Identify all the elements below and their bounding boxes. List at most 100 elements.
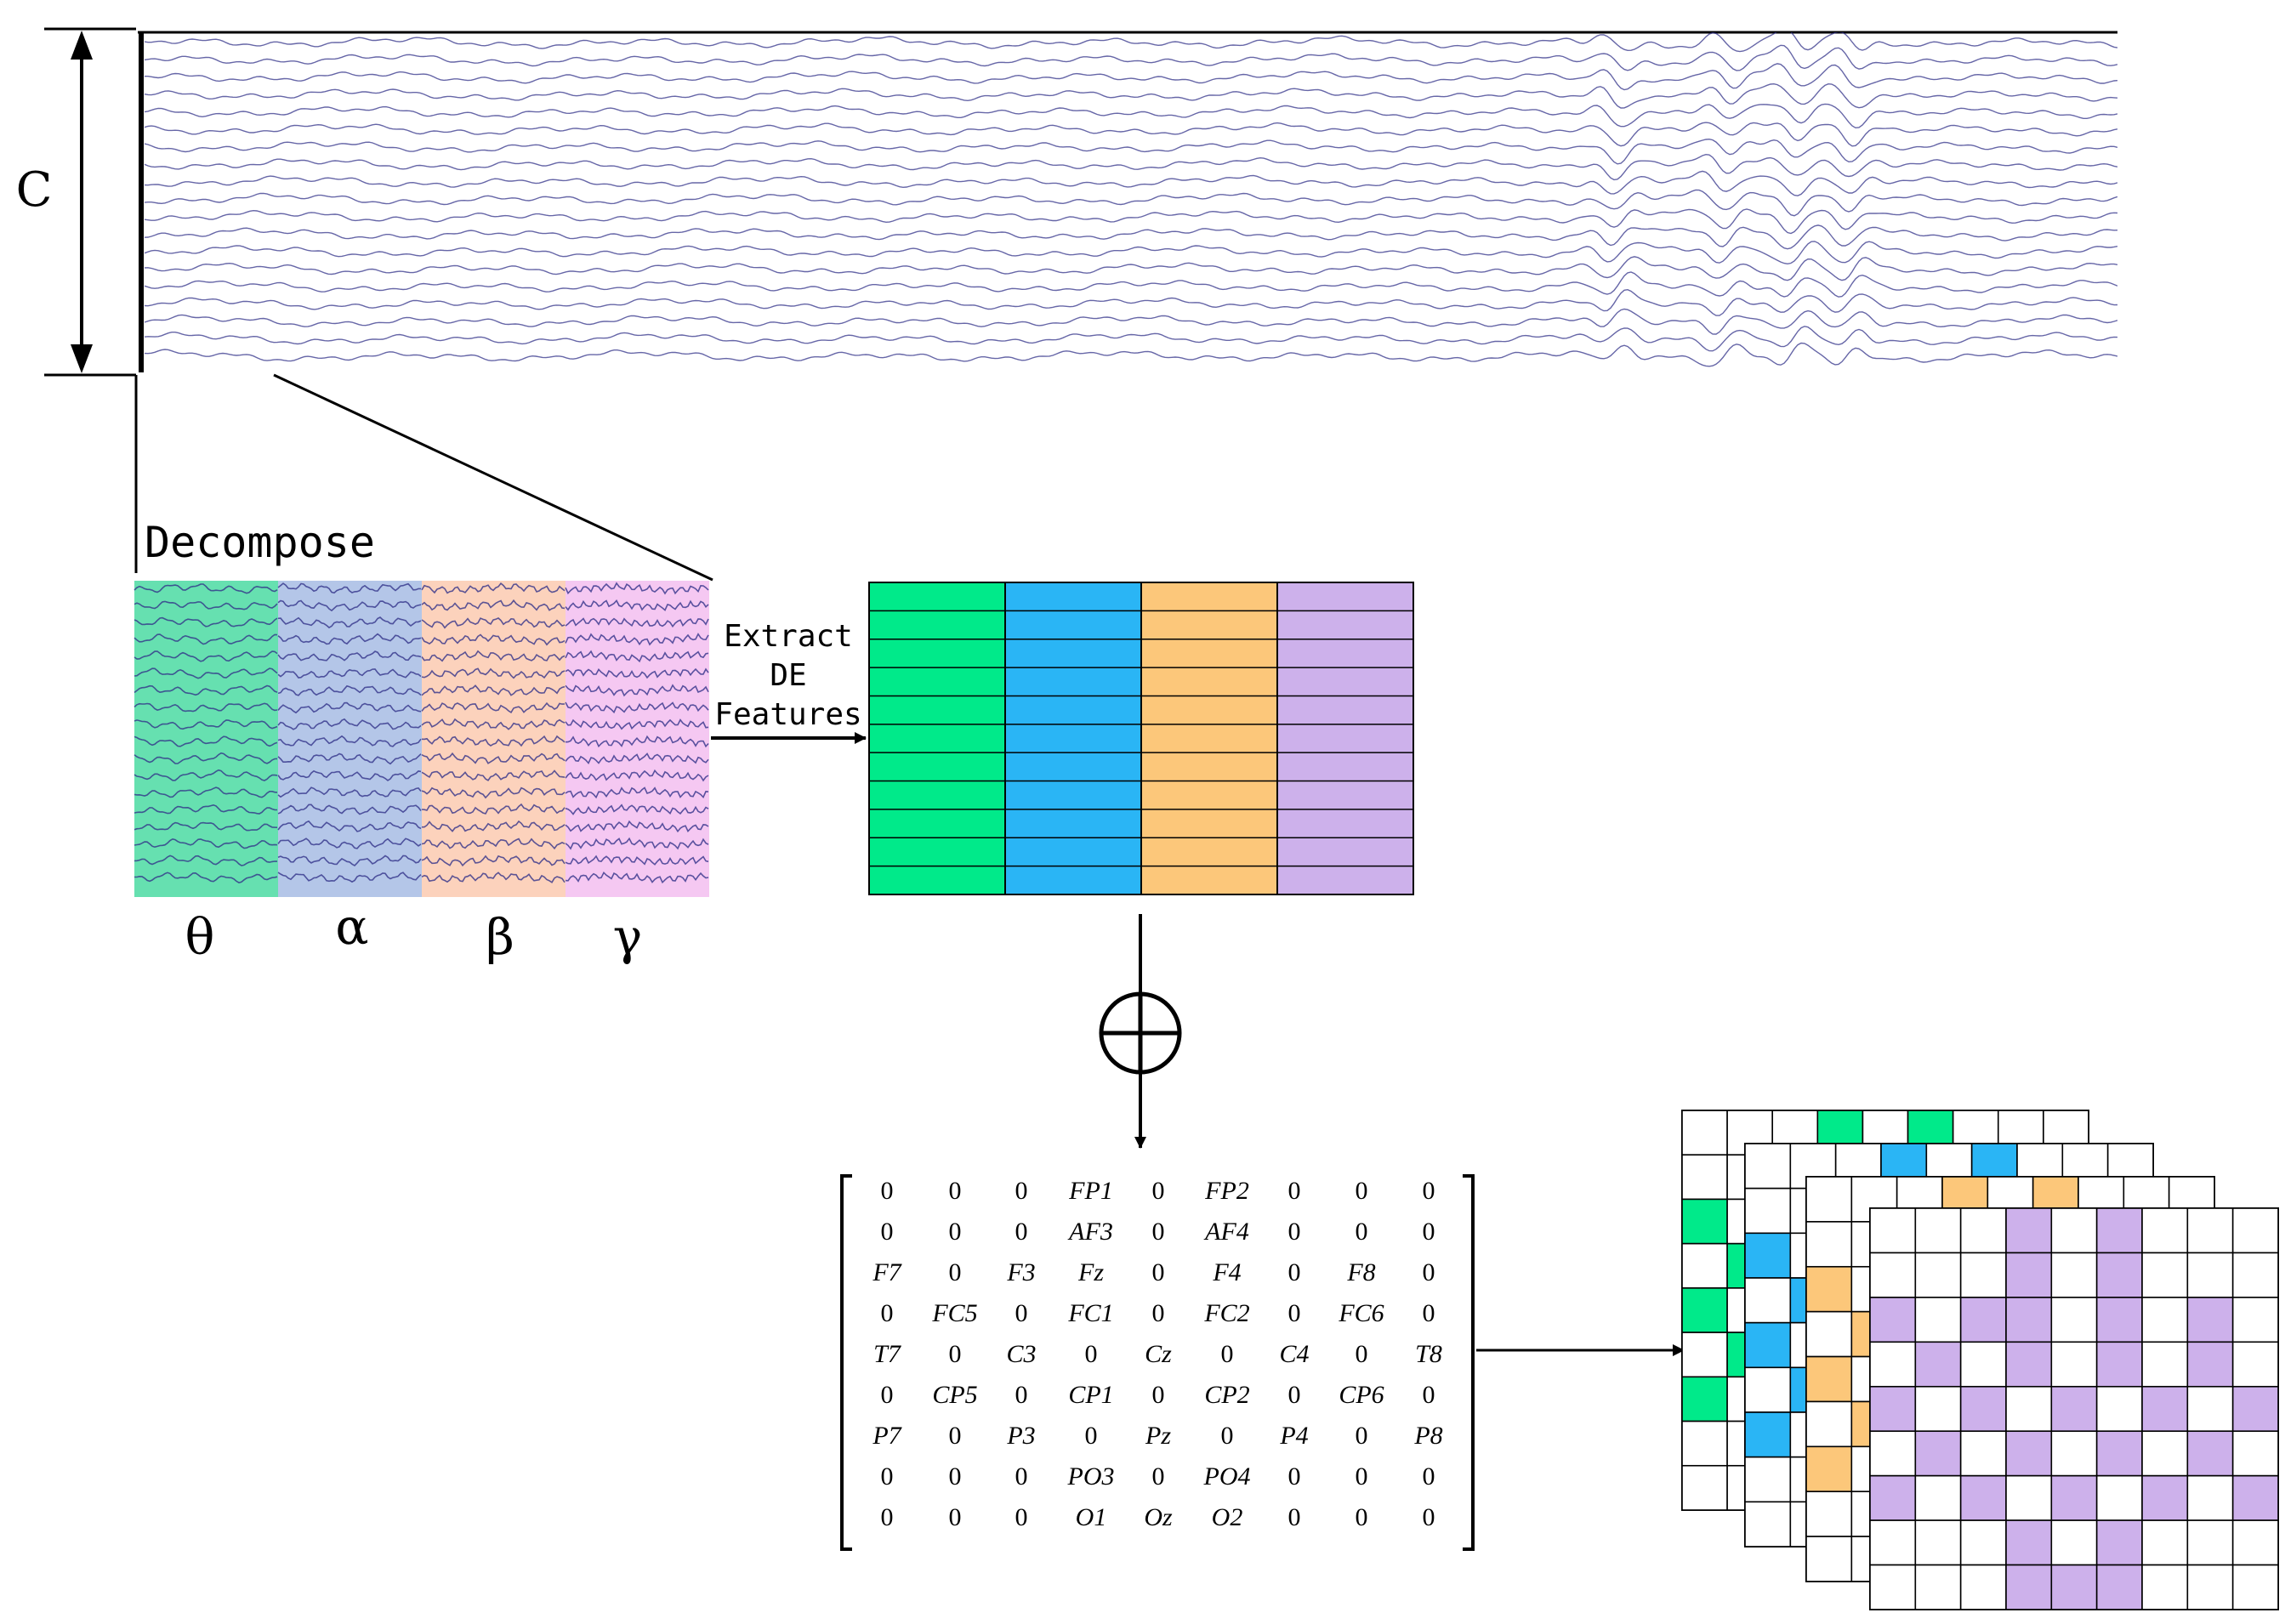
empty-grid-cell [2186,1385,2234,1433]
empty-grid-cell [2231,1430,2279,1477]
band-eeg-trace [134,702,278,713]
electrode-grid-cell [2095,1341,2143,1388]
empty-grid-cell [2005,1385,2053,1433]
band-eeg-trace [421,667,566,679]
empty-grid-cell [1744,1366,1792,1413]
matrix-zero-cell: 0 [881,1218,894,1246]
channels-label: C [16,162,53,218]
electrode-grid-cell [1681,1376,1728,1422]
electrode-grid-cell [2231,1385,2279,1433]
band-eeg-trace [134,752,278,764]
band-eeg-trace [134,838,278,849]
band-eeg-trace [565,786,709,799]
empty-grid-cell [2186,1474,2234,1521]
electrode-grid-cell [1744,1232,1792,1279]
matrix-zero-cell: 0 [1356,1340,1368,1368]
electrode-grid-cell [2186,1430,2234,1477]
empty-grid-cell [1959,1207,2007,1254]
empty-grid-cell [2095,1385,2143,1433]
band-eeg-trace [421,786,566,799]
feature-column [1141,582,1277,894]
band-eeg-trace [134,583,278,594]
band-eeg-trace [565,769,709,782]
band-eeg-trace [277,684,422,696]
empty-grid-cell [1681,1420,1728,1467]
empty-grid-cell [1681,1332,1728,1378]
electrode-grid-cell [1744,1411,1792,1458]
matrix-zero-cell: 0 [949,1462,962,1491]
matrix-zero-cell: 0 [1152,1218,1165,1246]
empty-grid-cell [2050,1519,2098,1566]
matrix-zero-cell: 0 [1152,1462,1165,1491]
empty-grid-cell [1914,1564,1962,1610]
band-eeg-trace [565,650,709,663]
band-eeg-trace [565,752,709,764]
raw-eeg-trace [144,342,2117,367]
matrix-zero-cell: 0 [1423,1258,1435,1286]
electrode-grid-cell [1805,1445,1853,1493]
electrode-grid-cell [2050,1564,2098,1610]
beta-label: β [486,908,514,966]
electrode-grid-cell [2005,1519,2053,1566]
band-eeg-trace [422,820,566,832]
empty-grid-cell [1914,1297,1962,1343]
matrix-zero-cell: 0 [949,1340,962,1368]
empty-grid-cell [1959,1430,2007,1477]
raw-eeg-trace [144,271,2117,298]
electrode-cell: F3 [1006,1258,1035,1286]
empty-grid-cell [1681,1464,1728,1511]
empty-grid-cell [2231,1519,2279,1566]
empty-grid-cell [2231,1564,2279,1610]
matrix-zero-cell: 0 [1423,1381,1435,1409]
matrix-zero-cell: 0 [949,1503,962,1531]
matrix-zero-cell: 0 [1356,1462,1368,1491]
raw-eeg-trace [144,103,2117,129]
band-eeg-trace [565,617,709,628]
empty-grid-cell [1681,1110,1728,1156]
band-eeg-trace [277,701,422,714]
electrode-grid-cell [1959,1385,2007,1433]
decompose-label: Decompose [145,518,375,567]
empty-grid-cell [1869,1341,1917,1388]
electrode-grid-cell [1869,1474,1917,1521]
gamma-label: γ [613,908,643,966]
electrode-grid-cell [1914,1430,1962,1477]
band-eeg-trace [134,855,278,866]
electrode-grid-cell [2005,1341,2053,1388]
band-grid-layer [1869,1207,2279,1610]
empty-grid-cell [1959,1564,2007,1610]
band-eeg-trace [421,803,566,815]
electrode-cell: CP5 [932,1381,977,1409]
empty-grid-cell [2050,1207,2098,1254]
raw-eeg-trace [144,32,2117,53]
band-eeg-trace [565,718,709,730]
matrix-zero-cell: 0 [1015,1462,1028,1491]
electrode-grid-cell [2005,1430,2053,1477]
band-eeg-trace [277,803,422,815]
band-eeg-trace [134,719,278,730]
de-feature-matrix [868,582,1414,895]
empty-grid-cell [1681,1154,1728,1201]
empty-grid-cell [1869,1207,1917,1254]
empty-grid-cell [2141,1564,2189,1610]
matrix-zero-cell: 0 [1015,1503,1028,1531]
raw-eeg-trace [144,138,2117,165]
band-eeg-trace [277,633,422,645]
band-eeg-trace [277,752,422,765]
channel-dimension-arrow [44,27,136,377]
empty-grid-cell [2141,1430,2189,1477]
extract-label-line1: Extract [724,619,853,654]
empty-grid-cell [1869,1564,1917,1610]
band-eeg-trace [134,633,278,645]
raw-eeg-trace [144,189,2117,217]
zoom-lines [134,373,713,582]
electrode-grid-cell [1869,1385,1917,1433]
feature-column [1005,582,1141,894]
electrode-cell: Fz [1077,1258,1104,1286]
electrode-cell: O2 [1212,1503,1243,1531]
empty-grid-cell [2141,1519,2189,1566]
electrode-cell: Pz [1145,1422,1171,1450]
empty-grid-cell [1914,1474,1962,1521]
band-eeg-trace [277,650,422,662]
